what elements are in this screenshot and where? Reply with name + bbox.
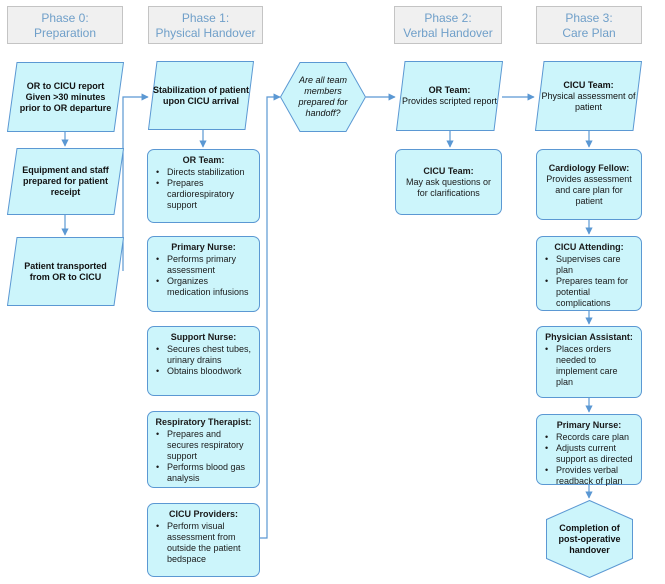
phase-0-subtitle: Preparation — [33, 26, 97, 40]
phase-0-title: Phase 0: — [41, 11, 89, 25]
list-item: Prepares team for potential complication… — [545, 276, 635, 309]
list-item: Prepares and secures respiratory support — [156, 429, 253, 462]
phase0-equipment-line3: receipt — [50, 187, 81, 197]
phase0-transport-line2: from OR to CICU — [29, 271, 102, 282]
phase-2-header: Phase 2: Verbal Handover — [394, 6, 502, 44]
phase1-or-team-box: OR Team: Directs stabilization Prepares … — [147, 149, 260, 223]
list-item: Records care plan — [545, 432, 635, 443]
list-item: Provides verbal readback of plan — [545, 465, 635, 487]
phase-3-header: Phase 3: Care Plan — [536, 6, 642, 44]
list-item: Obtains bloodwork — [156, 366, 253, 377]
list-item: Performs blood gas analysis — [156, 462, 253, 484]
phase3-cardiology-fellow-title: Cardiology Fellow: — [548, 163, 630, 173]
phase2-cicu-team-title: CICU Team: — [423, 166, 474, 176]
completion-hexagon: Completion of post-operative handover — [546, 500, 633, 578]
phase3-cicu-attending-box: CICU Attending: Supervises care plan Pre… — [536, 236, 642, 311]
phase2-or-team-title: OR Team: — [428, 85, 471, 95]
phase2-cicu-team-line2: for clarifications — [417, 188, 480, 198]
phase-3-subtitle: Care Plan — [562, 26, 616, 40]
phase1-primary-nurse-title: Primary Nurse: — [171, 242, 236, 252]
phase3-cardiology-fellow-line3: patient — [575, 196, 603, 206]
phase1-stabilization-line1: Stabilization of patient — [153, 84, 249, 95]
phase1-primary-nurse-box: Primary Nurse: Performs primary assessme… — [147, 236, 260, 312]
completion-line1: Completion of — [559, 522, 620, 533]
decision-line2: members — [304, 86, 342, 96]
handoff-readiness-decision-hexagon: Are all team members prepared for handof… — [280, 62, 366, 132]
phase1-support-nurse-title: Support Nurse: — [170, 332, 237, 342]
phase-2-title: Phase 2: — [424, 11, 472, 25]
list-item: Organizes medication infusions — [156, 276, 253, 298]
phase0-equipment-line1: Equipment and staff — [22, 165, 109, 175]
list-item: Perform visual assessment from outside t… — [156, 521, 253, 565]
phase2-cicu-team-line1: May ask questions or — [405, 177, 492, 187]
phase-3-title: Phase 3: — [565, 11, 613, 25]
decision-line1: Are all team — [298, 75, 348, 85]
phase1-or-team-title: OR Team: — [182, 155, 225, 165]
decision-line4: handoff? — [305, 108, 341, 118]
phase-0-header: Phase 0: Preparation — [7, 6, 123, 44]
phase3-primary-nurse-title: Primary Nurse: — [556, 420, 622, 430]
phase0-report-line1: OR to CICU report — [26, 80, 105, 91]
phase3-cicu-team-parallelogram: CICU Team: Physical assessment of patien… — [535, 61, 642, 131]
phase2-or-team-text: Provides scripted report — [401, 96, 498, 106]
phase2-cicu-team-box: CICU Team: May ask questions or for clar… — [395, 149, 502, 215]
list-item: Prepares cardiorespiratory support — [156, 178, 253, 211]
list-item: Secures chest tubes, urinary drains — [156, 344, 253, 366]
phase-1-header: Phase 1: Physical Handover — [148, 6, 263, 44]
phase3-cardiology-fellow-box: Cardiology Fellow: Provides assessment a… — [536, 149, 642, 220]
list-item: Performs primary assessment — [156, 254, 253, 276]
list-item: Directs stabilization — [156, 167, 253, 178]
phase3-cicu-team-line2: patient — [574, 101, 603, 112]
list-item: Supervises care plan — [545, 254, 635, 276]
phase3-cicu-attending-title: CICU Attending: — [554, 242, 624, 252]
arrow-p1-to-decision — [260, 93, 281, 539]
phase0-equipment-line2: prepared for patient — [22, 176, 108, 186]
phase0-transport-line1: Patient transported — [24, 260, 107, 271]
completion-line3: handover — [569, 544, 610, 555]
phase3-cicu-team-line1: Physical assessment of — [541, 90, 636, 101]
phase0-report-line3: prior to OR departure — [19, 102, 112, 113]
phase1-respiratory-therapist-title: Respiratory Therapist: — [155, 417, 252, 427]
phase1-stabilization-line2: upon CICU arrival — [162, 95, 239, 106]
phase2-or-team-parallelogram: OR Team: Provides scripted report — [396, 61, 503, 131]
phase3-physician-assistant-box: Physician Assistant: Places orders neede… — [536, 326, 642, 398]
phase1-stabilization-parallelogram: Stabilization of patient upon CICU arriv… — [148, 61, 254, 130]
phase1-respiratory-therapist-box: Respiratory Therapist: Prepares and secu… — [147, 411, 260, 488]
phase3-cicu-team-title: CICU Team: — [563, 79, 614, 90]
phase3-cardiology-fellow-line2: and care plan for — [555, 185, 623, 195]
phase0-transport-parallelogram: Patient transported from OR to CICU — [7, 237, 124, 306]
phase1-cicu-providers-box: CICU Providers: Perform visual assessmen… — [147, 503, 260, 577]
phase3-primary-nurse-box: Primary Nurse: Records care plan Adjusts… — [536, 414, 642, 487]
list-item: Adjusts current support as directed — [545, 443, 635, 465]
phase-1-title: Phase 1: — [181, 11, 230, 25]
list-item: Places orders needed to implement care p… — [545, 344, 635, 388]
decision-line3: prepared for — [298, 97, 348, 107]
phase0-report-line2: Given >30 minutes — [25, 91, 106, 102]
phase3-physician-assistant-title: Physician Assistant: — [545, 332, 633, 342]
phase0-equipment-parallelogram: Equipment and staff prepared for patient… — [7, 148, 124, 215]
completion-line2: post-operative — [558, 533, 621, 544]
phase1-support-nurse-box: Support Nurse: Secures chest tubes, urin… — [147, 326, 260, 396]
phase-1-subtitle: Physical Handover — [155, 26, 256, 40]
arrow-p0-to-p1 — [122, 93, 149, 271]
phase1-cicu-providers-title: CICU Providers: — [168, 509, 239, 519]
phase0-report-parallelogram: OR to CICU report Given >30 minutes prio… — [7, 62, 124, 132]
phase-2-subtitle: Verbal Handover — [403, 26, 493, 40]
phase3-cardiology-fellow-line1: Provides assessment — [546, 174, 632, 184]
